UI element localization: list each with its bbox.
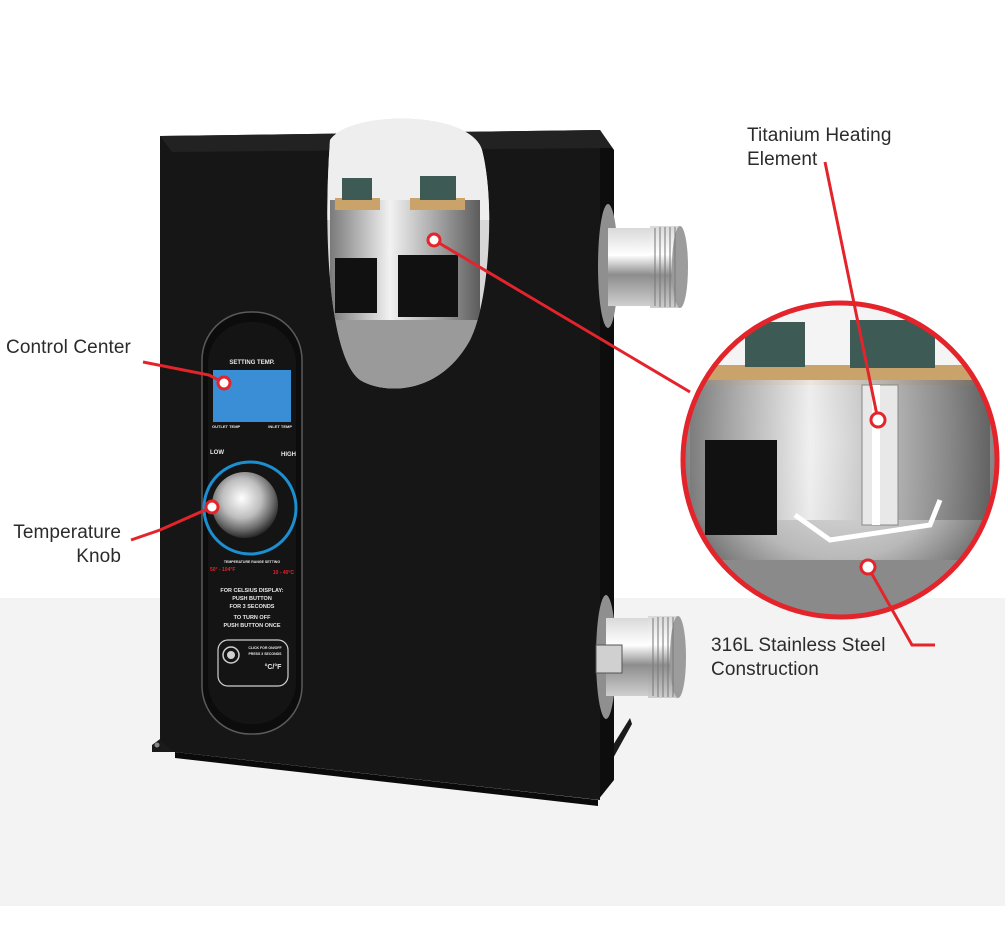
control-panel xyxy=(201,311,303,735)
upper-pipe-fitting xyxy=(598,204,688,328)
callout-stainless-line2: Construction xyxy=(711,659,819,680)
setting-temp-label: SETTING TEMP. xyxy=(229,360,275,366)
callout-temperature-knob-line2: Knob xyxy=(76,546,121,567)
low-label: LOW xyxy=(210,450,224,456)
range-fahrenheit: 50° - 104°F xyxy=(210,567,236,573)
callout-titanium-line1: Titanium Heating xyxy=(747,125,892,146)
callout-titanium-element: Titanium Heating Element xyxy=(747,124,892,172)
callout-stainless-steel: 316L Stainless Steel Construction xyxy=(711,634,886,682)
callout-markers xyxy=(204,232,887,576)
bottom-strip xyxy=(0,906,1005,932)
instruction-line-5: PUSH BUTTON ONCE xyxy=(223,623,281,629)
callout-control-center-text: Control Center xyxy=(6,337,131,358)
knob-graphic xyxy=(212,472,278,538)
zoom-detail xyxy=(680,300,1000,620)
callout-leaders xyxy=(130,161,935,647)
badge-unit: °C/°F xyxy=(264,664,282,671)
callout-temperature-knob: Temperature Knob xyxy=(0,521,121,569)
inlet-temp-label: INLET TEMP xyxy=(268,424,292,429)
instruction-line-4: TO TURN OFF xyxy=(233,615,271,621)
range-celsius: 10 - 40°C xyxy=(272,570,294,576)
high-label: HIGH xyxy=(281,452,296,458)
instruction-line-2: PUSH BUTTON xyxy=(232,596,272,602)
badge-line-1: CLICK FOR ON/OFF xyxy=(248,646,282,650)
callout-control-center: Control Center xyxy=(6,336,131,360)
callout-stainless-line1: 316L Stainless Steel xyxy=(711,635,886,656)
callout-titanium-line2: Element xyxy=(747,149,818,170)
badge-line-2: PRESS 3 SECONDS xyxy=(248,652,282,656)
outlet-temp-label: OUTLET TEMP xyxy=(212,424,241,429)
instruction-line-1: FOR CELSIUS DISPLAY: xyxy=(220,588,284,594)
instruction-line-3: FOR 3 SECONDS xyxy=(229,604,275,610)
range-title: TEMPERATURE RANGE SETTING xyxy=(223,560,281,564)
callout-temperature-knob-line1: Temperature xyxy=(13,522,121,543)
lower-pipe-fitting xyxy=(595,595,686,719)
